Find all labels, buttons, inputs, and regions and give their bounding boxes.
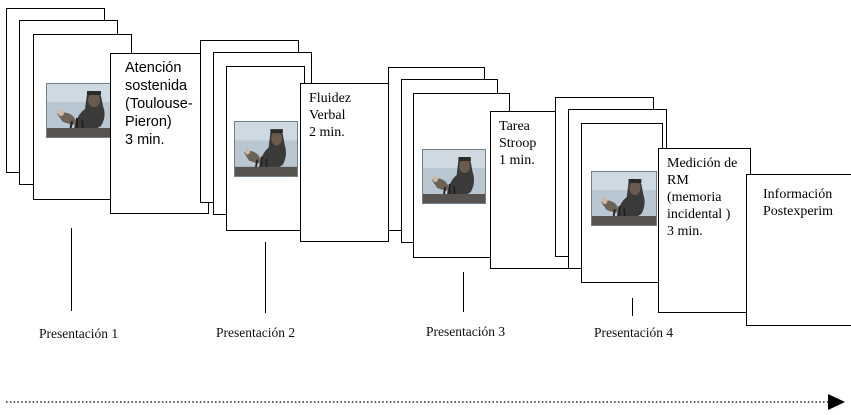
task-card-4: Medición de RM (memoria incidental ) 3 m… [658,148,751,313]
final-info-card: Información Postexperim [746,174,851,326]
connector-line-2 [265,242,266,313]
arrowhead-icon [828,394,845,410]
task-card-1-text: Atención sostenida (Toulouse- Pieron) 3 … [125,60,193,148]
stage-label-2: Presentación 2 [216,325,296,340]
connector-line-4 [632,298,633,316]
slide-stack-2-front [226,66,305,231]
slide-stack-4-front [581,123,663,283]
speaker-photo [422,149,486,204]
stage-label-4: Presentación 4 [594,325,674,340]
speaker-photo [234,121,298,177]
speaker-photo [46,83,118,138]
connector-line-3 [463,272,464,312]
task-card-2: Fluidez Verbal 2 min. [300,83,389,242]
task-card-3-text: Tarea Stroop 1 min. [499,119,537,168]
task-card-1: Atención sostenida (Toulouse- Pieron) 3 … [110,53,209,214]
connector-line-1 [71,228,72,311]
task-card-4-text: Medición de RM (memoria incidental ) 3 m… [667,156,738,239]
stage-label-1: Presentación 1 [39,326,119,341]
speaker-photo [591,171,657,226]
task-card-2-text: Fluidez Verbal 2 min. [309,91,351,140]
timeline-arrow [6,394,845,410]
final-info-text: Información Postexperim [763,187,833,219]
stage-label-3: Presentación 3 [426,324,506,339]
